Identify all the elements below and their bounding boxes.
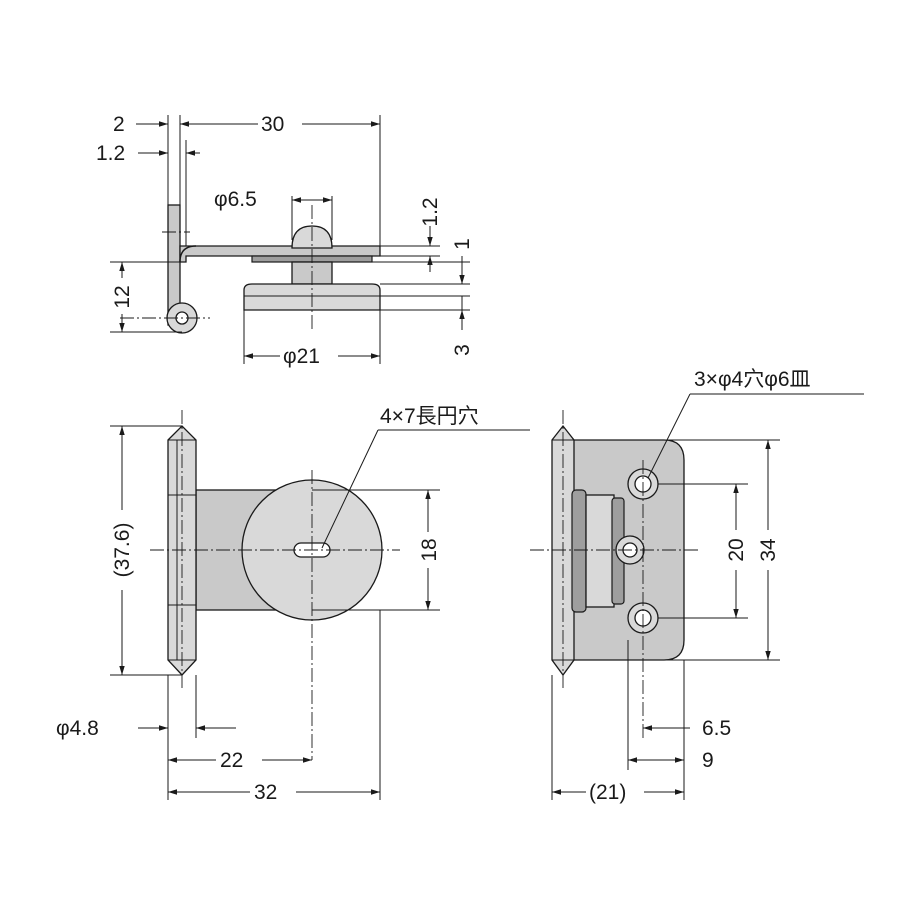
label-bg xyxy=(250,778,296,804)
dim-18: 18 xyxy=(418,538,441,561)
label-bg xyxy=(586,778,644,804)
dim-phi6-5: φ6.5 xyxy=(214,188,257,211)
label-bg xyxy=(106,510,136,590)
dim-21: (21) xyxy=(589,781,626,804)
dim-34: 34 xyxy=(757,538,780,562)
dim-37-6: (37.6) xyxy=(111,523,134,578)
label-bg xyxy=(280,342,338,368)
label-bg xyxy=(216,746,262,772)
dim-12: 12 xyxy=(111,285,134,308)
label-bg xyxy=(416,532,442,568)
label-bg xyxy=(108,278,134,314)
dim-6-5: 6.5 xyxy=(702,717,731,740)
dim-v1: 1 xyxy=(451,238,474,250)
front-view: (37.6) 18 4×7長円穴 φ4.8 22 32 xyxy=(56,405,530,804)
dim-1-2: 1.2 xyxy=(96,142,125,165)
note-hole: 3×φ4穴φ6皿 xyxy=(694,368,811,391)
dim-phi21: φ21 xyxy=(283,345,320,368)
leader-hole xyxy=(647,393,691,479)
dim-phi4-8: φ4.8 xyxy=(56,717,99,740)
side-bracket-mid xyxy=(585,494,615,608)
side-bracket-left xyxy=(571,489,587,613)
dim-22: 22 xyxy=(220,749,243,772)
side-view: 3×φ4穴φ6皿 20 34 6.5 9 (21) xyxy=(530,368,864,804)
dim-32: 32 xyxy=(254,781,277,804)
top-view: 2 30 1.2 φ6.5 1.2 1 3 12 xyxy=(96,108,474,368)
leader-slot xyxy=(321,429,379,549)
label-bg xyxy=(258,108,302,134)
top-arm-bend xyxy=(179,245,197,263)
dim-v3: 3 xyxy=(451,344,474,356)
dim-30: 30 xyxy=(261,113,284,136)
dim-9: 9 xyxy=(702,749,714,772)
note-slot: 4×7長円穴 xyxy=(380,405,479,428)
dim-2: 2 xyxy=(113,113,125,136)
dim-v1-2: 1.2 xyxy=(419,197,442,226)
label-bg xyxy=(724,530,750,570)
label-bg xyxy=(756,530,782,570)
dim-20: 20 xyxy=(725,538,748,561)
